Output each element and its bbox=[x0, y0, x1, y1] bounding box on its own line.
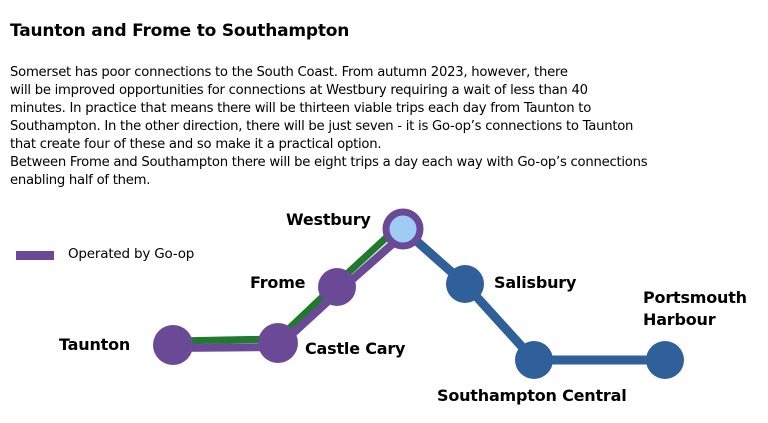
station-marker-salisbury bbox=[446, 265, 484, 303]
description-line: Somerset has poor connections to the Sou… bbox=[10, 65, 568, 80]
station-label-portsmouth-line1: Portsmouth bbox=[643, 288, 747, 307]
station-marker-frome bbox=[318, 268, 356, 306]
description-line: minutes. In practice that means there wi… bbox=[10, 101, 592, 116]
station-marker-southampton bbox=[515, 341, 553, 379]
legend-swatch-goop bbox=[16, 251, 54, 260]
legend-label: Operated by Go-op bbox=[68, 246, 195, 262]
goop-line bbox=[172, 229, 408, 352]
description-line: Between Frome and Southampton there will… bbox=[10, 155, 648, 170]
station-marker-taunton bbox=[153, 325, 193, 365]
description-line: that create four of these and so make it… bbox=[10, 137, 382, 152]
description-line: Southampton. In the other direction, the… bbox=[10, 119, 634, 134]
station-marker-westbury bbox=[382, 208, 424, 250]
station-marker-castle-cary bbox=[258, 323, 298, 363]
station-label-taunton: Taunton bbox=[59, 335, 131, 354]
station-label-southampton: Southampton Central bbox=[437, 386, 627, 405]
blue-line bbox=[400, 225, 665, 365]
description-text: Somerset has poor connections to the Sou… bbox=[10, 64, 768, 190]
legend: Operated by Go-op bbox=[16, 246, 194, 262]
station-label-frome: Frome bbox=[250, 273, 306, 292]
station-label-portsmouth-line2: Harbour bbox=[643, 310, 716, 329]
station-label-westbury: Westbury bbox=[286, 210, 371, 229]
green-line bbox=[172, 221, 404, 345]
description-line: enabling half of them. bbox=[10, 173, 151, 188]
station-marker-portsmouth bbox=[646, 341, 684, 379]
station-label-salisbury: Salisbury bbox=[494, 273, 577, 292]
station-label-portsmouth: Portsmouth Harbour bbox=[643, 287, 747, 331]
station-label-castle-cary: Castle Cary bbox=[305, 339, 406, 358]
page-title: Taunton and Frome to Southampton bbox=[10, 21, 350, 41]
description-line: will be improved opportunities for conne… bbox=[10, 83, 588, 98]
